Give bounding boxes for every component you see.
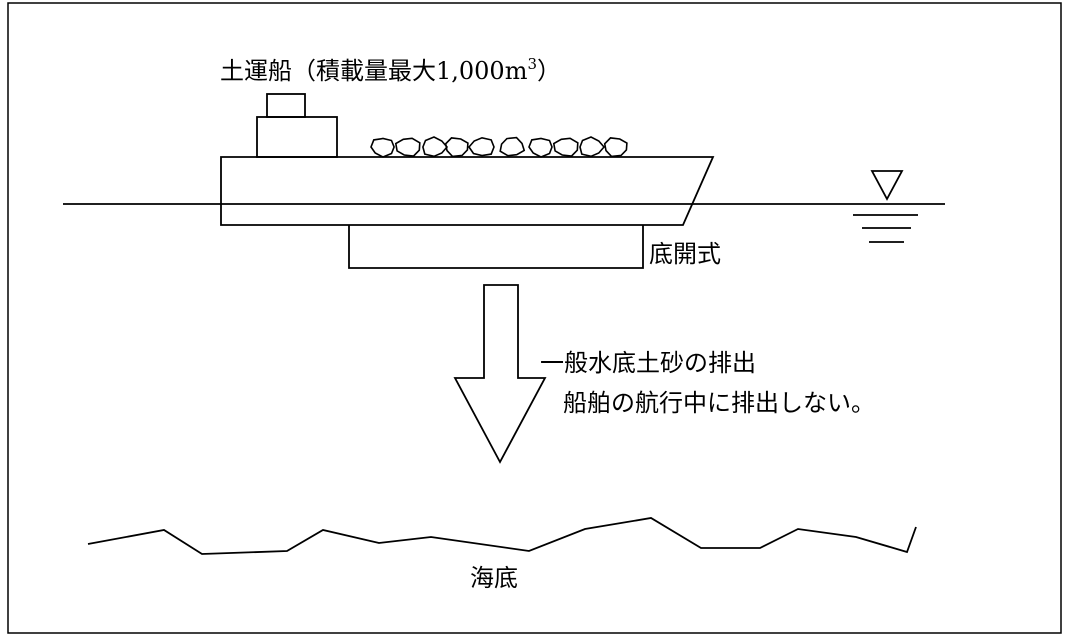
discharge-label-line2: 船舶の航行中に排出しない。 [563, 389, 875, 417]
rock-icon [444, 137, 469, 158]
rock-icon [528, 137, 553, 158]
rock-icon [603, 137, 628, 158]
bottom-opening-label: 底開式 [649, 240, 721, 268]
seabed-label: 海底 [470, 564, 518, 592]
rock-icon [422, 136, 449, 158]
vessel-label: 土運船（積載量最大1,000m3） [220, 55, 561, 85]
diagram-frame [7, 2, 1062, 634]
discharge-label-line1: 一般水底土砂の排出 [540, 349, 756, 377]
rock-icon [394, 137, 421, 157]
discharge-arrow-icon [453, 284, 547, 464]
ship-bridge [266, 93, 306, 118]
bottom-hopper [348, 225, 644, 269]
rock-icon [370, 137, 395, 158]
water-level-triangle-icon [870, 170, 904, 201]
rock-icon [552, 137, 579, 157]
seabed-line [87, 517, 917, 555]
ship-cabin [256, 116, 338, 158]
soil-cargo [370, 136, 628, 158]
ship-hull [220, 156, 715, 226]
rock-icon [499, 136, 526, 157]
rock-icon [467, 136, 495, 157]
rock-icon [579, 136, 606, 158]
